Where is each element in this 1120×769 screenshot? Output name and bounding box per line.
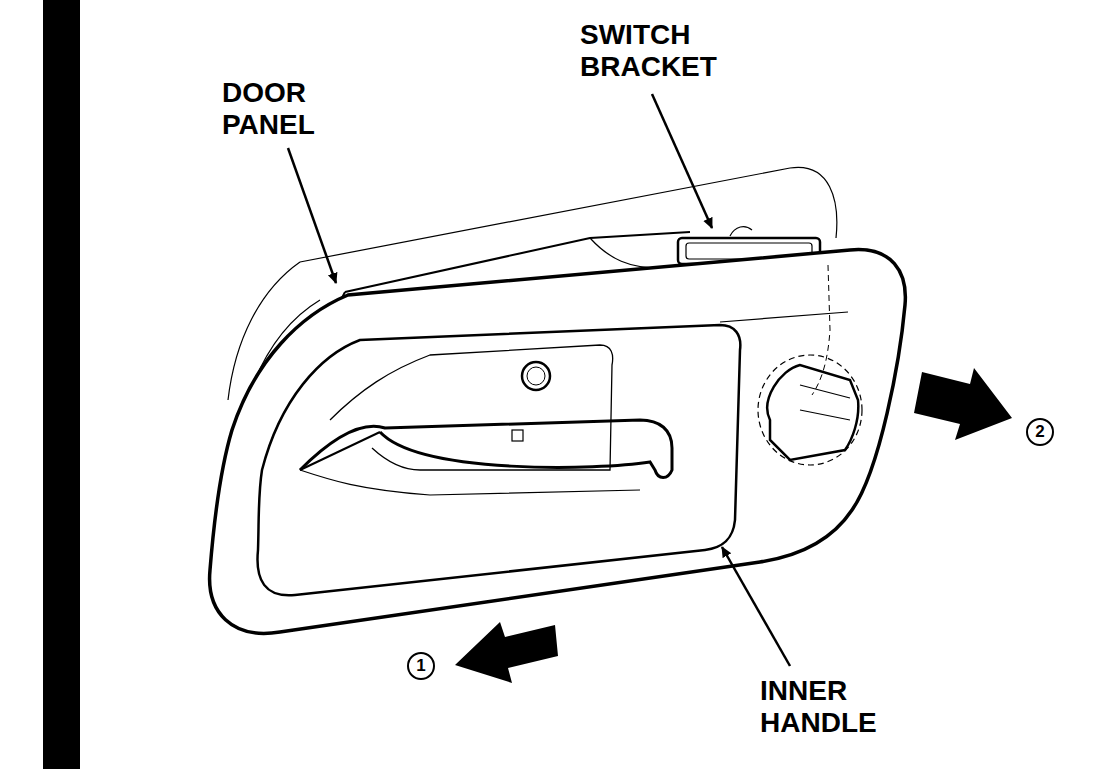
part-label: DOOR PANEL — [222, 77, 372, 141]
callout-number: 1 — [411, 656, 431, 676]
part-label: INNER HANDLE — [760, 675, 960, 739]
part-label: SWITCH BRACKET — [580, 19, 760, 83]
callout-number: 2 — [1030, 422, 1050, 442]
